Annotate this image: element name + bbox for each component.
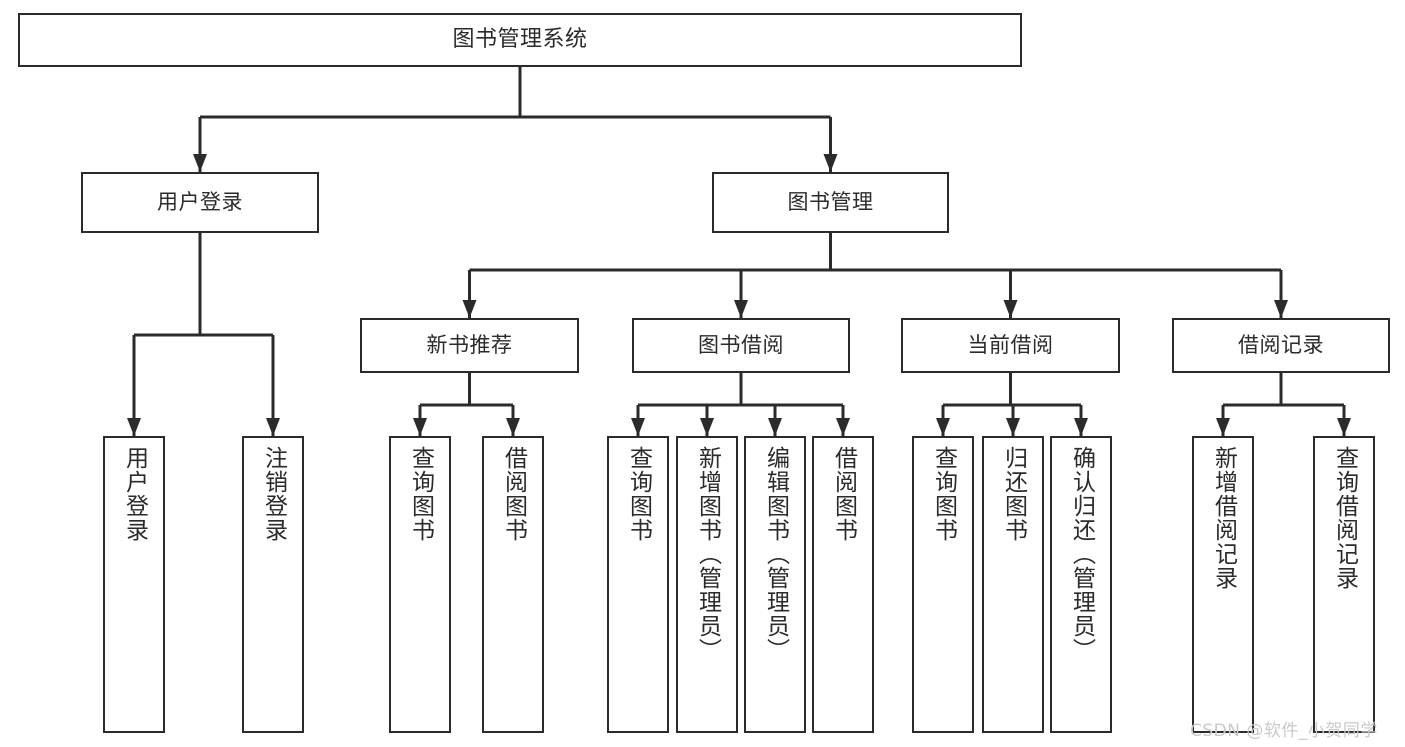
node-l_badd[interactable]: 新增图书（管理员）: [676, 436, 738, 733]
node-records[interactable]: 借阅记录: [1172, 318, 1390, 373]
node-label-l_bborrow: 借阅图书: [830, 446, 857, 542]
node-label-l_cq: 查询图书: [930, 446, 957, 542]
node-login[interactable]: 用户登录: [81, 172, 319, 233]
node-l_nb_query[interactable]: 查询图书: [389, 436, 451, 733]
node-label-l_bedit: 编辑图书（管理员）: [762, 446, 789, 662]
node-bookmgmt[interactable]: 图书管理: [712, 172, 949, 233]
node-label-login: 用户登录: [157, 190, 243, 215]
node-label-l_nb_query: 查询图书: [407, 446, 434, 542]
node-label-current: 当前借阅: [967, 333, 1054, 358]
node-l_cret[interactable]: 归还图书: [982, 436, 1044, 733]
node-label-l_radd: 新增借阅记录: [1210, 446, 1237, 590]
node-label-l_rquery: 查询借阅记录: [1331, 446, 1358, 590]
node-current[interactable]: 当前借阅: [901, 318, 1120, 373]
node-l_bedit[interactable]: 编辑图书（管理员）: [744, 436, 806, 733]
node-l_bborrow[interactable]: 借阅图书: [812, 436, 874, 733]
node-borrow[interactable]: 图书借阅: [632, 318, 850, 373]
node-label-records: 借阅记录: [1238, 333, 1324, 358]
node-label-l_badd: 新增图书（管理员）: [694, 446, 721, 662]
node-newbook[interactable]: 新书推荐: [360, 318, 579, 373]
node-label-bookmgmt: 图书管理: [787, 190, 874, 215]
node-l_logout[interactable]: 注销登录: [242, 436, 304, 733]
node-label-l_cret: 归还图书: [1000, 446, 1027, 542]
node-l_rquery[interactable]: 查询借阅记录: [1313, 436, 1375, 733]
node-label-l_nb_borrow: 借阅图书: [500, 446, 527, 542]
node-label-l_cconf: 确认归还（管理员）: [1068, 446, 1095, 662]
node-l_radd[interactable]: 新增借阅记录: [1192, 436, 1254, 733]
node-l_bq[interactable]: 查询图书: [607, 436, 669, 733]
node-label-newbook: 新书推荐: [426, 333, 513, 358]
node-label-root: 图书管理系统: [452, 27, 588, 53]
node-label-borrow: 图书借阅: [698, 333, 784, 358]
node-l_cconf[interactable]: 确认归还（管理员）: [1050, 436, 1112, 733]
node-root[interactable]: 图书管理系统: [18, 13, 1022, 67]
node-label-l_logout: 注销登录: [260, 446, 287, 542]
node-label-l_bq: 查询图书: [625, 446, 652, 542]
node-l_login[interactable]: 用户登录: [103, 436, 165, 733]
node-label-l_login: 用户登录: [121, 446, 148, 542]
node-l_cq[interactable]: 查询图书: [912, 436, 974, 733]
node-l_nb_borrow[interactable]: 借阅图书: [482, 436, 544, 733]
watermark-label: CSDN @软件_小贺同学: [1190, 721, 1378, 741]
